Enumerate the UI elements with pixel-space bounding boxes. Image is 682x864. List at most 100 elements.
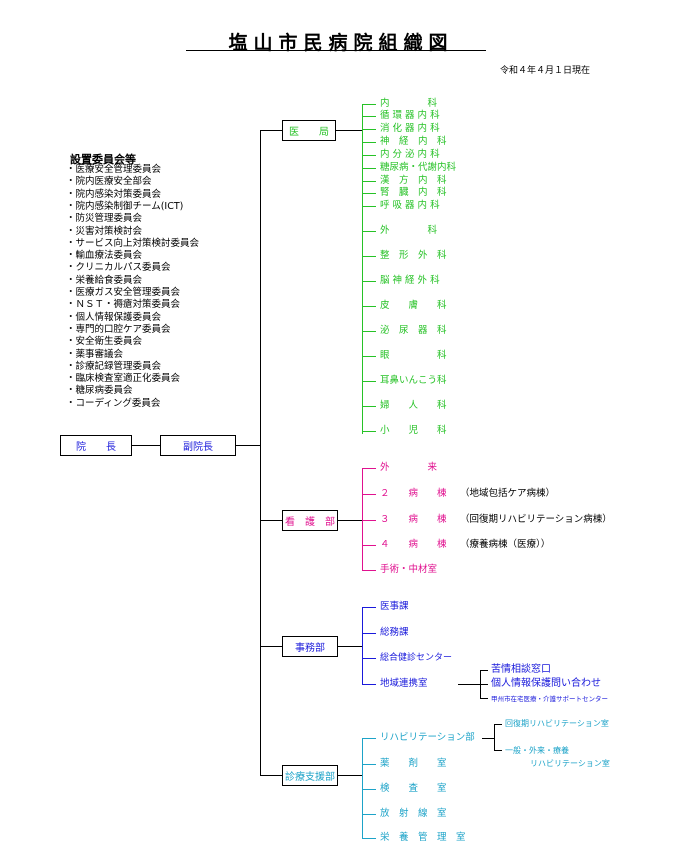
connector-admin	[260, 646, 282, 647]
connector-vice-trunk	[236, 445, 260, 446]
branch-tick	[362, 607, 376, 608]
connector-nursing-spine	[338, 520, 362, 521]
branch-tick	[362, 281, 376, 282]
branch-tick	[362, 764, 376, 765]
rehab-spine-line	[494, 724, 495, 750]
branch-tick	[362, 206, 376, 207]
committee-item: 防災管理委員会	[66, 213, 143, 225]
medical-dept-item: 腎 臓 内 科	[380, 187, 447, 198]
committee-item: 専門的口腔ケア委員会	[66, 324, 171, 336]
branch-tick	[362, 256, 376, 257]
main-trunk-line	[260, 130, 261, 775]
connector-renkei-1	[480, 670, 488, 671]
branch-tick	[362, 306, 376, 307]
branch-tick	[362, 142, 376, 143]
medical-dept-item: 外 科	[380, 225, 438, 236]
branch-tick	[362, 814, 376, 815]
nursing-unit-item: ２ 病 棟	[380, 488, 447, 499]
medical-dept-item: 内 分 泌 内 科	[380, 149, 440, 160]
branch-tick	[362, 155, 376, 156]
connector-support	[260, 775, 282, 776]
support-section-item: 放 射 線 室	[380, 808, 447, 819]
connector-renkei	[458, 684, 480, 685]
admin-section-item: 総務課	[380, 627, 409, 638]
medical-dept-box: 医 局	[282, 120, 336, 141]
admin-dept-box: 事務部	[282, 636, 338, 657]
medical-spine-line	[362, 104, 363, 434]
nursing-unit-note: （地域包括ケア病棟）	[460, 488, 556, 499]
connector-renkei-2	[480, 684, 488, 685]
support-section-item: 薬 剤 室	[380, 758, 447, 769]
branch-tick	[362, 381, 376, 382]
committee-item: 安全衛生委員会	[66, 336, 143, 348]
committee-item: コーディング委員会	[66, 398, 161, 410]
branch-tick	[362, 684, 376, 685]
connector-director-vice	[132, 445, 160, 446]
connector-medical-spine	[336, 130, 362, 131]
committee-item: 輸血療法委員会	[66, 250, 143, 262]
committee-item: サービス向上対策検討委員会	[66, 238, 200, 250]
connector-rehab-1	[494, 724, 502, 725]
branch-tick	[362, 193, 376, 194]
committee-item: 栄養給食委員会	[66, 275, 143, 287]
nursing-dept-box: 看 護 部	[282, 510, 338, 531]
medical-dept-item: 整 形 外 科	[380, 250, 447, 261]
home-care-center: 甲州市在宅医療・介護サポートセンター	[491, 695, 608, 703]
branch-tick	[362, 181, 376, 182]
privacy-inquiry: 個人情報保護問い合わせ	[491, 678, 601, 689]
medical-dept-item: 脳 神 経 外 科	[380, 275, 440, 286]
title-underline	[186, 50, 486, 51]
nursing-unit-item: ４ 病 棟	[380, 539, 447, 550]
branch-tick	[362, 231, 376, 232]
medical-dept-item: 消 化 器 内 科	[380, 123, 440, 134]
page-title: 塩山市民病院組織図	[228, 32, 454, 54]
branch-tick	[362, 658, 376, 659]
committee-item: 薬事審議会	[66, 349, 124, 361]
nursing-unit-item: 外 来	[380, 462, 438, 473]
connector-support-spine	[338, 775, 362, 776]
admin-section-item: 医事課	[380, 601, 409, 612]
nursing-spine-line	[362, 468, 363, 571]
rehab-general-room: リハビリテーション室	[530, 759, 610, 768]
committee-item: ＮＳＴ・褥瘡対策委員会	[66, 299, 181, 311]
branch-tick	[362, 738, 376, 739]
committees-title: 設置委員会等	[70, 153, 136, 166]
support-section-item: 検 査 室	[380, 783, 447, 794]
committee-item: 糖尿病委員会	[66, 385, 133, 397]
committee-item: 院内感染制御チーム(ICT)	[66, 201, 184, 213]
medical-dept-item: 眼 科	[380, 350, 447, 361]
branch-tick	[362, 570, 376, 571]
branch-tick	[362, 468, 376, 469]
director-box: 院 長	[60, 435, 132, 456]
committee-item: 個人情報保護委員会	[66, 312, 162, 324]
branch-tick	[362, 494, 376, 495]
medical-dept-item: 神 経 内 科	[380, 136, 447, 147]
nursing-unit-note: （療養病棟（医療））	[460, 539, 551, 550]
committee-item: 医療安全管理委員会	[66, 164, 162, 176]
support-dept-box: 診療支援部	[282, 765, 338, 786]
connector-nursing	[260, 520, 282, 521]
connector-admin-spine	[338, 646, 362, 647]
committee-item: 医療ガス安全管理委員会	[66, 287, 181, 299]
medical-dept-item: 婦 人 科	[380, 400, 447, 411]
admin-spine-line	[362, 607, 363, 684]
branch-tick	[362, 838, 376, 839]
connector-rehab-2	[494, 750, 502, 751]
admin-section-item: 総合健診センター	[380, 653, 453, 663]
support-section-item: リハビリテーション部	[380, 732, 475, 743]
medical-dept-item: 糖尿病・代謝内科	[380, 162, 457, 173]
branch-tick	[362, 406, 376, 407]
connector-renkei-3	[480, 698, 488, 699]
nursing-unit-item: 手術・中材室	[380, 564, 438, 575]
date-label: 令和４年４月１日現在	[500, 66, 591, 76]
rehab-recovery-room: 回復期リハビリテーション室	[505, 719, 609, 728]
committee-item: 災害対策検討会	[66, 226, 143, 238]
support-spine-line	[362, 738, 363, 838]
branch-tick	[362, 633, 376, 634]
connector-rehab	[482, 738, 494, 739]
nursing-unit-note: （回復期リハビリテーション病棟）	[460, 514, 612, 525]
branch-tick	[362, 129, 376, 130]
committee-item: 臨床検査室適正化委員会	[66, 373, 181, 385]
branch-tick	[362, 789, 376, 790]
committee-item: 診療記録管理委員会	[66, 361, 162, 373]
